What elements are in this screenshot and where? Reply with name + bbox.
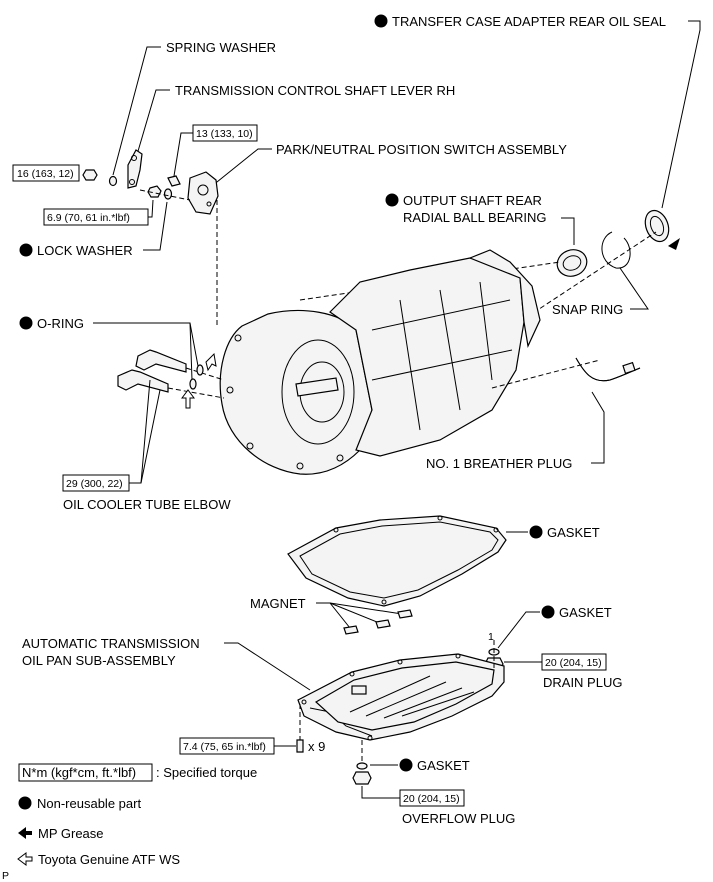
magnet-callout: MAGNET [250,596,403,629]
transmission-case-part [216,200,657,475]
gasket-overflow-callout: GASKET [370,758,470,773]
torque-74-value: 7.4 (75, 65 in.*lbf) [183,741,266,753]
control-shaft-lever-callout: TRANSMISSION CONTROL SHAFT LEVER RH [135,83,455,159]
drain-plug-label: DRAIN PLUG [543,675,622,690]
pn-switch-callout: PARK/NEUTRAL POSITION SWITCH ASSEMBLY [211,142,567,187]
oil-pan-callout: AUTOMATIC TRANSMISSION OIL PAN SUB-ASSEM… [22,636,311,691]
spring-washer-label: SPRING WASHER [166,40,276,55]
bolt-part [167,175,181,187]
output-bearing-label-2: RADIAL BALL BEARING [403,210,547,225]
output-bearing-callout: OUTPUT SHAFT REAR RADIAL BALL BEARING [385,193,575,245]
output-bearing-part [556,249,588,277]
transfer-case-seal-callout: TRANSFER CASE ADAPTER REAR OIL SEAL [374,14,701,209]
snap-ring-callout: SNAP RING [552,267,649,317]
gasket-top-callout: GASKET [506,525,600,540]
legend-torque-desc: : Specified torque [156,765,257,780]
gasket-drain-callout: GASKET 1 [488,605,612,649]
lock-washer-label: LOCK WASHER [37,243,133,258]
o-ring-label: O-RING [37,316,84,331]
gasket-top-label: GASKET [547,525,600,540]
torque-20-drain-callout: 20 (204, 15) [504,653,607,671]
overflow-plug-part [352,771,372,785]
torque-29-callout: 29 (300, 22) [62,379,161,492]
torque-16-callout: 16 (163, 12) [12,164,98,182]
oil-seal-part [644,209,680,250]
oil-pan-label-1: AUTOMATIC TRANSMISSION [22,636,200,651]
legend-mp-grease: MP Grease [38,826,104,841]
legend-torque-unit: N*m (kgf*cm, ft.*lbf) [22,765,136,780]
breather-plug-part [575,357,641,382]
oil-cooler-elbow-label: OIL COOLER TUBE ELBOW [63,497,231,512]
pn-switch-label: PARK/NEUTRAL POSITION SWITCH ASSEMBLY [276,142,567,157]
torque-20-overflow-value: 20 (204, 15) [403,793,460,805]
torque-16-value: 16 (163, 12) [17,168,74,180]
oil-pan-part [297,640,505,764]
oil-pan-label-2: OIL PAN SUB-ASSEMBLY [22,653,176,668]
nut-part [82,169,98,181]
atf-arrow-2 [181,389,195,409]
lock-washer-part [163,188,173,200]
o-ring-callout: O-RING [19,316,199,381]
corner-code: P [2,870,9,882]
atf-arrow-1 [205,352,217,372]
control-shaft-lever-part [127,149,143,189]
transfer-case-seal-label: TRANSFER CASE ADAPTER REAR OIL SEAL [392,14,666,29]
count-1-label: 1 [488,631,494,643]
snap-ring-part [601,231,631,269]
mp-grease-icon [18,827,32,839]
legend-atf-ws: Toyota Genuine ATF WS [38,852,180,867]
torque-20-overflow-callout: 20 (204, 15) [361,786,465,807]
legend-non-reusable: Non-reusable part [37,796,141,811]
torque-29-value: 29 (300, 22) [66,478,123,490]
pn-switch-part [187,171,219,215]
non-reusable-icon [18,796,32,810]
torque-13-callout: 13 (133, 10) [167,124,258,187]
oil-pan-gasket-part [287,515,507,607]
breather-plug-label: NO. 1 BREATHER PLUG [426,456,572,471]
gasket-overflow-label: GASKET [417,758,470,773]
control-shaft-lever-label: TRANSMISSION CONTROL SHAFT LEVER RH [175,83,455,98]
gasket-drain-label: GASKET [559,605,612,620]
torque-69-value: 6.9 (70, 61 in.*lbf) [47,212,130,224]
oil-cooler-elbow-part [117,349,225,399]
snap-ring-label: SNAP RING [552,302,623,317]
torque-74-callout: 7.4 (75, 65 in.*lbf) x 9 [179,737,325,755]
torque-20-drain-value: 20 (204, 15) [545,657,602,669]
bolt-count-label: x 9 [308,739,325,754]
spring-washer-part [108,175,118,187]
magnet-parts [343,609,413,635]
lock-washer-callout: LOCK WASHER [19,201,168,258]
o-ring-part-1 [196,364,204,376]
o-ring-part-2 [189,378,197,390]
torque-13-value: 13 (133, 10) [196,128,253,140]
spring-washer-callout: SPRING WASHER [112,40,276,176]
overflow-gasket-part [356,762,368,770]
atf-ws-icon [17,852,33,866]
legend: N*m (kgf*cm, ft.*lbf) : Specified torque… [17,763,257,867]
pan-bolt-part [296,739,304,753]
magnet-label: MAGNET [250,596,306,611]
overflow-plug-label: OVERFLOW PLUG [402,811,515,826]
breather-plug-callout: NO. 1 BREATHER PLUG [426,391,605,471]
output-bearing-label-1: OUTPUT SHAFT REAR [403,193,542,208]
torque-69-callout: 6.9 (70, 61 in.*lbf) [43,199,154,226]
